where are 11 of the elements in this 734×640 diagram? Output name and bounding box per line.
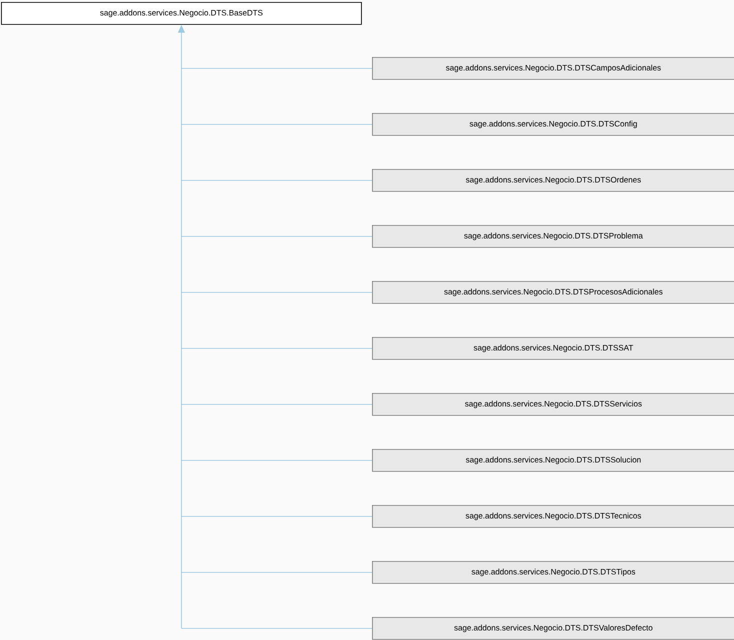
connector-line xyxy=(181,404,372,405)
connector-line xyxy=(181,460,372,461)
connector-line xyxy=(181,348,372,349)
connector-line xyxy=(181,124,372,125)
connector-line xyxy=(181,180,372,181)
connector-line xyxy=(181,628,372,629)
connector-line xyxy=(181,68,372,69)
connector-line xyxy=(181,236,372,237)
connector-line xyxy=(181,292,372,293)
connector-line xyxy=(181,516,372,517)
connector-line xyxy=(181,572,372,573)
